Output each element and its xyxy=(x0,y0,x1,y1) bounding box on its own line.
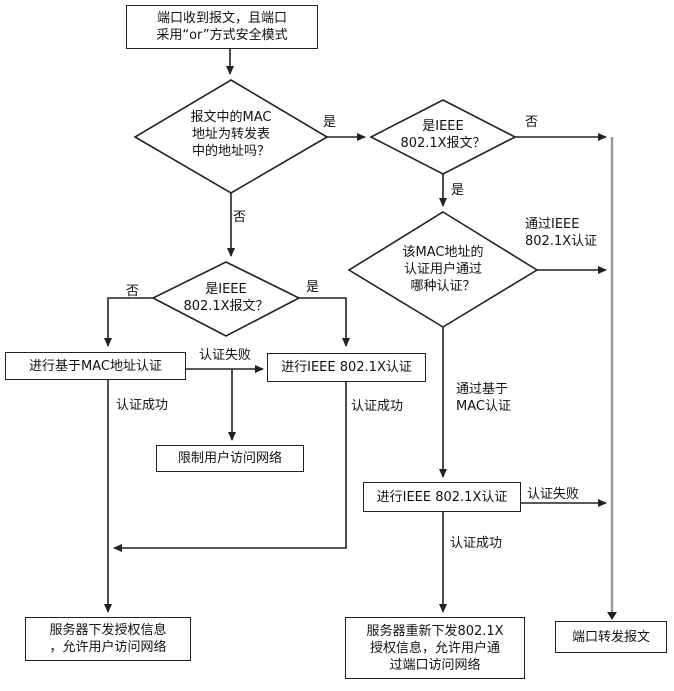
ieee-8021x-right-box: 进行IEEE 802.1X认证 xyxy=(363,482,521,512)
decision-auth-user-text: 该MAC地址的 认证用户通过 哪种认证？ xyxy=(402,245,484,294)
label-pass-mac: 通过基于 MAC认证 xyxy=(456,382,511,414)
server-grant-left-box: 服务器下发授权信息 ，允许用户访问网络 xyxy=(25,617,191,661)
label-auth-fail-right: 认证失败 xyxy=(527,487,580,502)
label-auth-fail-left: 认证失败 xyxy=(199,348,252,363)
arrow-forward-head xyxy=(607,612,617,620)
arrow-no-to-mac-auth xyxy=(104,297,153,347)
label-auth-success-right: 认证成功 xyxy=(450,536,503,551)
label-auth-success-mid: 认证成功 xyxy=(351,399,404,414)
label-yes-right-decision: 是 xyxy=(451,183,465,198)
label-no-mid: 否 xyxy=(233,210,247,225)
ieee-8021x-left-box: 进行IEEE 802.1X认证 xyxy=(267,353,426,382)
decision-mac-in-table-text: 报文中的MAC 地址为转发表 中的地址吗？ xyxy=(190,110,272,159)
arrow-8021x-success-to-server xyxy=(113,382,347,552)
port-forward-box: 端口转发报文 xyxy=(555,621,667,653)
mac-auth-box: 进行基于MAC地址认证 xyxy=(5,352,186,380)
label-pass-8021x: 通过IEEE 802.1X认证 xyxy=(525,217,598,249)
label-no-left-decision: 否 xyxy=(126,284,140,299)
decision-ieee-left-shape xyxy=(151,261,301,337)
label-yes-left-decision: 是 xyxy=(306,280,320,295)
limit-access-box: 限制用户访问网络 xyxy=(156,445,304,472)
server-grant-right-box: 服务器重新下发802.1X 授权信息，允许用户通 过端口访问网络 xyxy=(345,617,525,679)
start-box: 端口收到报文，且端口 采用“or”方式安全模式 xyxy=(126,5,318,49)
label-auth-success-left: 认证成功 xyxy=(116,398,169,413)
decision-ieee-left-text: 是IEEE 802.1X报文？ xyxy=(183,282,269,314)
arrow-yes-to-8021x-left xyxy=(299,297,350,347)
label-no-top-right: 否 xyxy=(525,115,539,130)
decision-ieee-right-text: 是IEEE 802.1X报文？ xyxy=(400,119,486,151)
label-yes-top: 是 xyxy=(323,115,337,130)
